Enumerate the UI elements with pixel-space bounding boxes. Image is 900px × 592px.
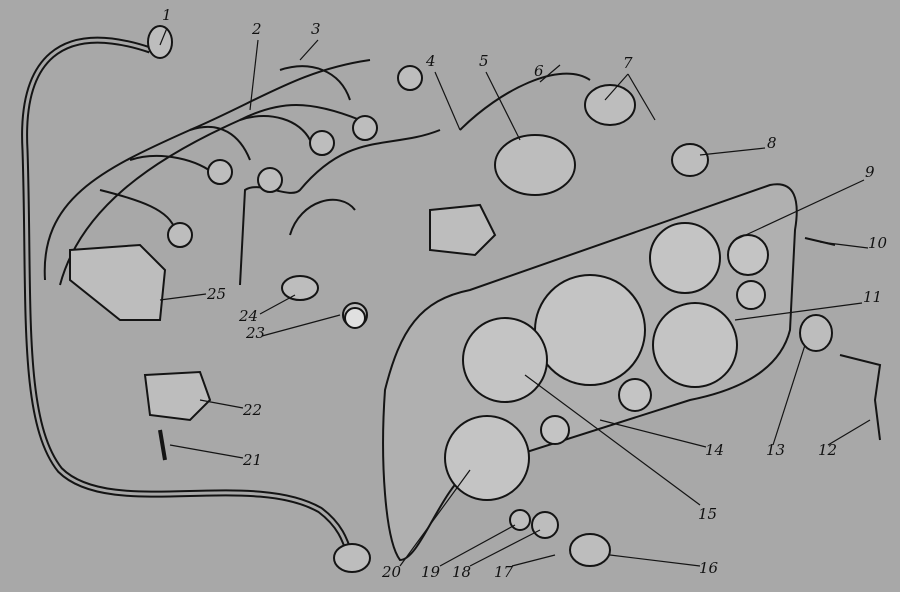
speedometer [534,274,646,386]
callout-21: 21 [243,451,263,469]
callout-16: 16 [699,559,719,577]
callout-9: 9 [865,163,875,181]
callout-6: 6 [534,62,544,80]
cable-nut [333,543,371,573]
callout-5: 5 [479,52,489,70]
callout-20: 20 [382,563,402,581]
callout-3: 3 [311,20,321,38]
gauge-left-top [462,317,548,403]
callout-2: 2 [252,20,262,38]
cable-end-fitting [147,25,173,59]
callout-8: 8 [767,134,777,152]
callout-13: 13 [766,441,786,459]
callout-17: 17 [494,563,514,581]
callout-1: 1 [162,6,172,24]
callout-25: 25 [207,285,227,303]
callout-19: 19 [421,563,441,581]
callout-4: 4 [426,52,436,70]
wiring-harness [43,59,371,281]
gauge-top-right [649,222,721,294]
callout-24: 24 [239,307,259,325]
callout-14: 14 [705,441,725,459]
callout-10: 10 [868,234,888,252]
callout-23: 23 [246,324,266,342]
callout-18: 18 [452,563,472,581]
gauge-right [652,302,738,388]
callout-22: 22 [243,401,263,419]
callout-7: 7 [623,54,633,72]
gauge-left-bottom [444,415,530,501]
callout-15: 15 [698,505,718,523]
callout-11: 11 [863,288,883,306]
callout-12: 12 [818,441,838,459]
